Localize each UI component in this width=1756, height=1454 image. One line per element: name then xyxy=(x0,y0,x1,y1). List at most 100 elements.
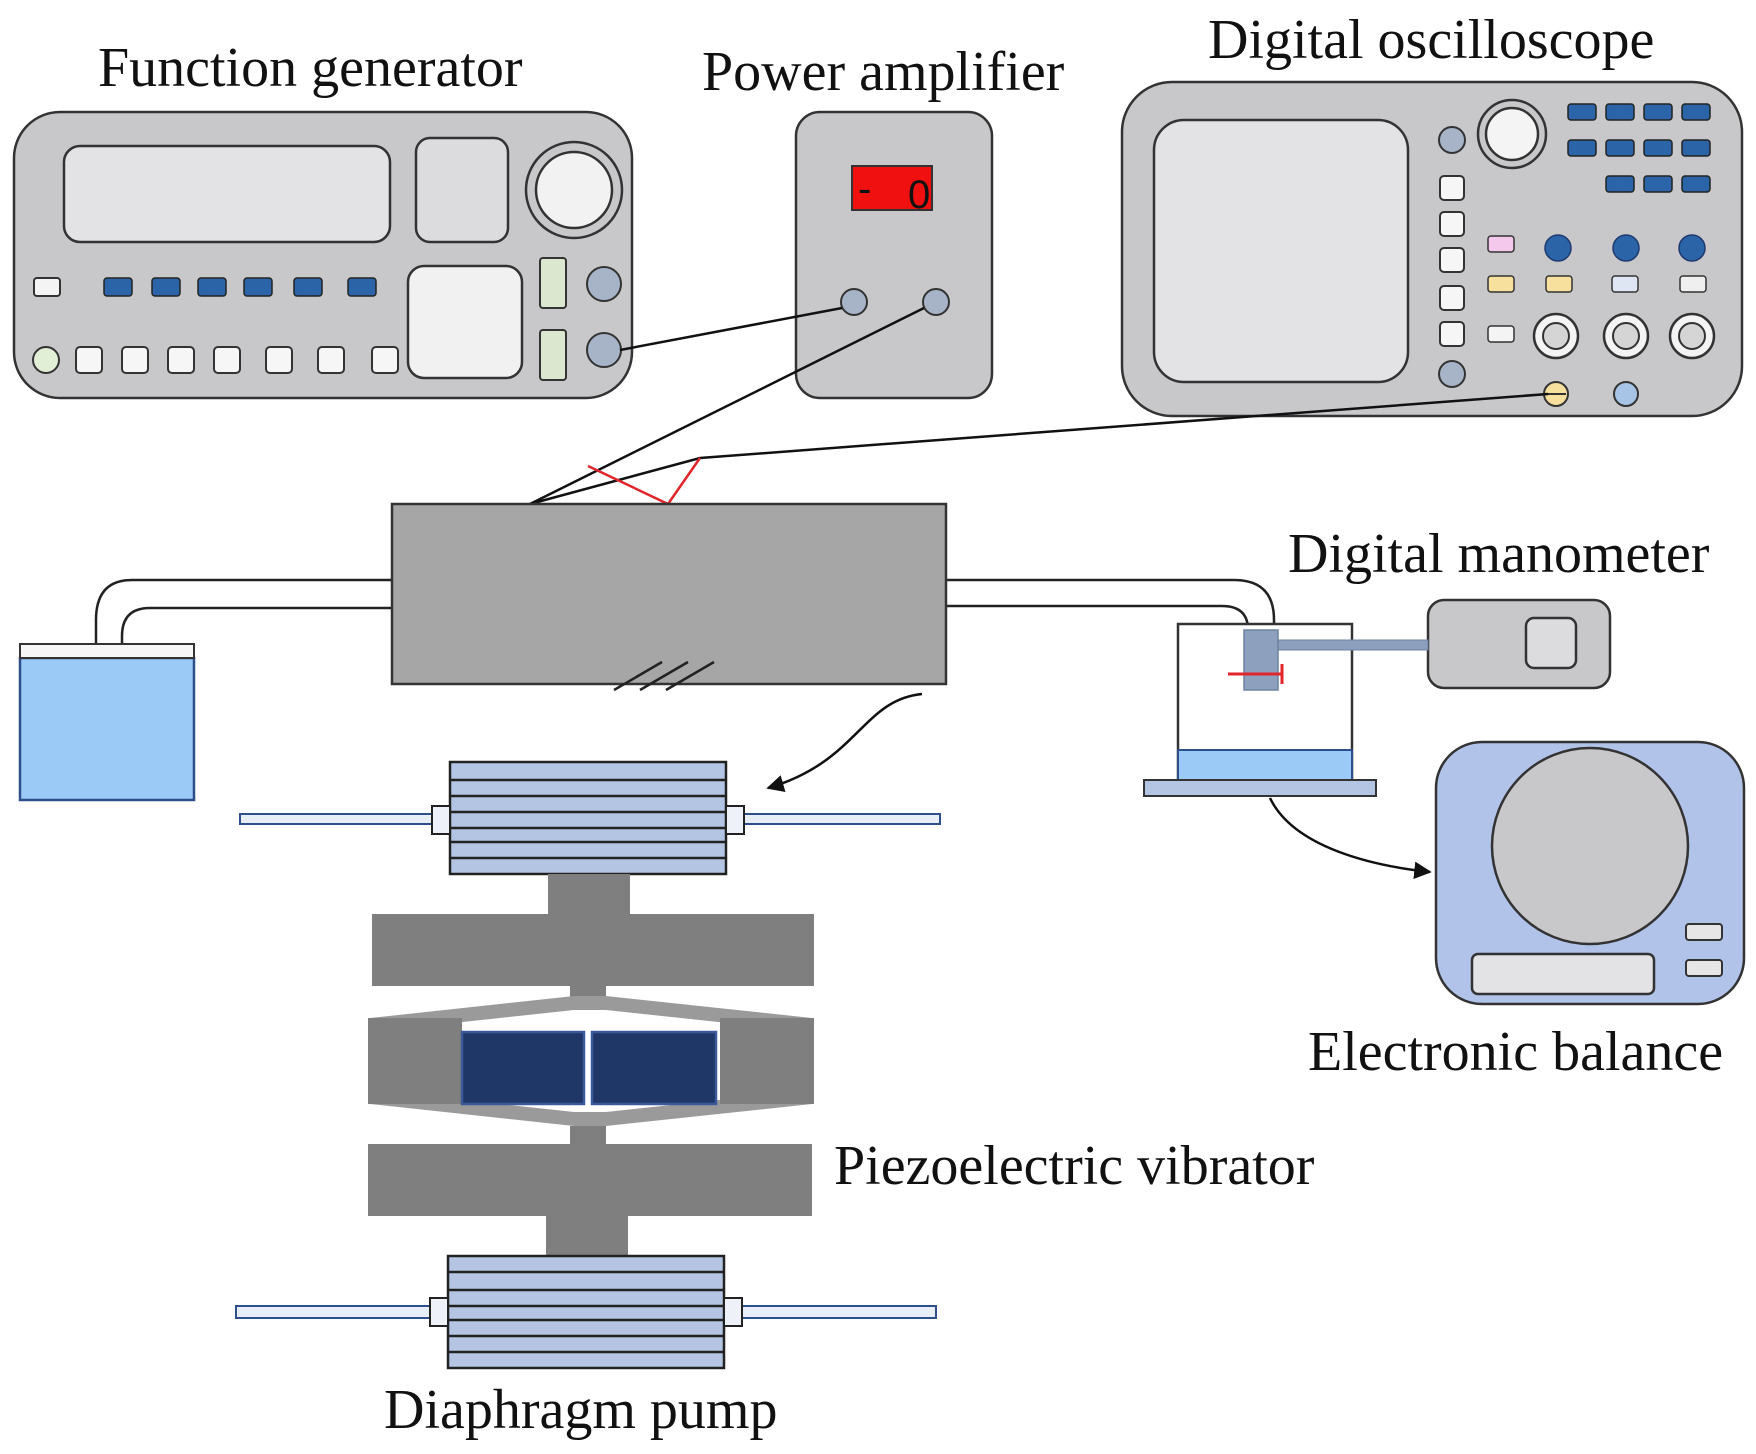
label-electronic-balance: Electronic balance xyxy=(1308,1021,1723,1083)
bottom-pump-inlet-pipe xyxy=(235,1305,437,1319)
osc-yellow-key[interactable] xyxy=(1545,275,1573,293)
fg-white-key[interactable] xyxy=(371,346,399,374)
vibrator-right-hinge xyxy=(720,1018,814,1104)
osc-blue-key[interactable] xyxy=(1643,175,1673,193)
osc-blue-key[interactable] xyxy=(1643,139,1673,157)
fg-white-key[interactable] xyxy=(213,346,241,374)
fg-blue-key[interactable] xyxy=(151,277,181,297)
reservoir-lid xyxy=(19,643,195,659)
reservoir-water xyxy=(18,656,196,802)
pressure-sensor xyxy=(1243,629,1279,691)
amp-input-terminal[interactable] xyxy=(840,288,868,316)
osc-side-key[interactable] xyxy=(1439,211,1465,237)
amp-display xyxy=(851,165,933,211)
osc-blue-key[interactable] xyxy=(1605,175,1635,193)
osc-small-key[interactable] xyxy=(1487,325,1515,343)
balance-key[interactable] xyxy=(1685,959,1723,977)
amp-output-terminal[interactable] xyxy=(922,288,950,316)
osc-channel-led xyxy=(1612,234,1640,262)
osc-blue-key[interactable] xyxy=(1681,103,1711,121)
osc-yellow-key[interactable] xyxy=(1487,275,1515,293)
fg-white-key-row xyxy=(75,346,399,374)
manometer-display xyxy=(1524,616,1578,670)
osc-knob-icon[interactable] xyxy=(1484,106,1540,162)
digital-oscilloscope xyxy=(1120,80,1744,418)
osc-terminal[interactable] xyxy=(1438,126,1466,154)
fg-knob-icon[interactable] xyxy=(534,150,614,230)
osc-channel-led xyxy=(1544,234,1572,262)
osc-blue-key-grid xyxy=(1567,103,1711,193)
balance-pan xyxy=(1143,779,1377,797)
fg-output-terminal[interactable] xyxy=(586,332,622,368)
fg-lower-panel xyxy=(406,264,524,380)
osc-side-key[interactable] xyxy=(1439,321,1465,347)
fg-blue-key-row xyxy=(103,277,377,297)
fg-green-switch[interactable] xyxy=(539,257,567,309)
top-pump-inlet-pipe xyxy=(239,813,441,825)
fg-side-panel xyxy=(414,136,510,244)
callout-arrows xyxy=(766,692,1432,880)
osc-channel-key[interactable] xyxy=(1611,275,1639,293)
wire-generator-to-amplifier xyxy=(619,306,843,352)
osc-blue-key[interactable] xyxy=(1643,103,1673,121)
balance-key[interactable] xyxy=(1685,923,1723,941)
electronic-balance xyxy=(1434,740,1746,1006)
osc-blue-key[interactable] xyxy=(1605,103,1635,121)
vibrator-stem-bottom xyxy=(546,1216,628,1260)
vibrator-upper-plate xyxy=(372,914,814,986)
balance-display xyxy=(1470,952,1656,996)
top-pump-layer-stack xyxy=(239,760,941,876)
fg-blue-key[interactable] xyxy=(103,277,133,297)
fg-white-key[interactable] xyxy=(167,346,195,374)
osc-side-key[interactable] xyxy=(1439,175,1465,201)
fg-white-key[interactable] xyxy=(317,346,345,374)
amp-display-right: 0 xyxy=(908,173,930,217)
fg-blue-key[interactable] xyxy=(293,277,323,297)
manometer-tube xyxy=(1261,639,1429,651)
osc-side-key[interactable] xyxy=(1439,247,1465,273)
label-digital-oscilloscope: Digital oscilloscope xyxy=(1208,9,1654,71)
osc-terminal[interactable] xyxy=(1438,360,1466,388)
amp-display-left: - xyxy=(858,167,871,211)
top-pump-outlet-pipe xyxy=(735,813,941,825)
osc-bnc-inputs xyxy=(1532,312,1716,360)
arrow-cup-to-balance xyxy=(1268,797,1432,880)
osc-probe-port[interactable] xyxy=(1613,381,1639,407)
fg-green-switch[interactable] xyxy=(539,329,567,381)
fg-white-key[interactable] xyxy=(121,346,149,374)
osc-channel-key[interactable] xyxy=(1679,275,1707,293)
power-amplifier: - 0 xyxy=(794,110,994,400)
label-piezoelectric-vibrator: Piezoelectric vibrator xyxy=(834,1135,1315,1197)
vibrator-lower-plate xyxy=(368,1144,812,1216)
fg-small-key[interactable] xyxy=(33,277,61,297)
fg-blue-key[interactable] xyxy=(347,277,377,297)
collected-water xyxy=(1177,749,1353,781)
osc-side-key[interactable] xyxy=(1439,285,1465,311)
piezo-stack-right xyxy=(590,1030,718,1106)
left-tube xyxy=(94,578,392,652)
arrow-chip-to-pump-detail xyxy=(766,692,923,793)
label-diaphragm-pump: Diaphragm pump xyxy=(384,1379,777,1441)
label-digital-manometer: Digital manometer xyxy=(1288,523,1710,585)
osc-side-key-column xyxy=(1439,175,1465,347)
osc-blue-key[interactable] xyxy=(1605,139,1635,157)
label-function-generator: Function generator xyxy=(98,37,523,99)
fg-blue-key[interactable] xyxy=(197,277,227,297)
fg-blue-key[interactable] xyxy=(243,277,273,297)
osc-screen xyxy=(1152,118,1410,384)
fg-display-screen xyxy=(62,144,392,244)
osc-blue-key[interactable] xyxy=(1567,103,1597,121)
osc-pink-key[interactable] xyxy=(1487,235,1515,253)
digital-manometer xyxy=(1426,598,1612,690)
inlet-reservoir xyxy=(18,643,196,802)
fg-white-key[interactable] xyxy=(265,346,293,374)
piezoelectric-vibrator xyxy=(368,874,814,1260)
fg-output-terminal[interactable] xyxy=(586,266,622,302)
fg-white-key[interactable] xyxy=(75,346,103,374)
osc-blue-key[interactable] xyxy=(1567,139,1597,157)
osc-blue-key[interactable] xyxy=(1681,139,1711,157)
pump-chip-block xyxy=(390,502,948,686)
piezo-stack-left xyxy=(460,1030,586,1106)
osc-blue-key[interactable] xyxy=(1681,175,1711,193)
